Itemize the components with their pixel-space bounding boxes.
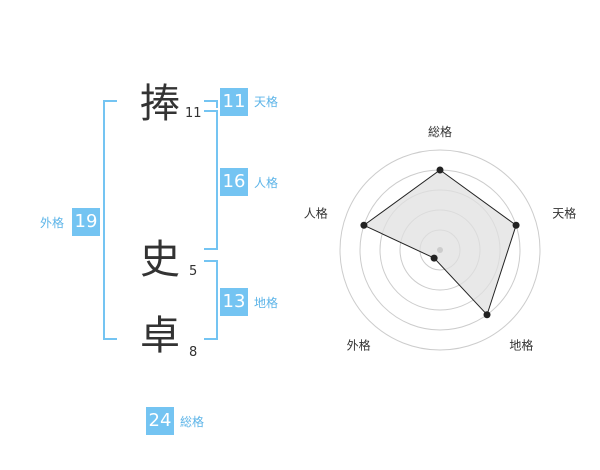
radar-area: [362, 169, 517, 316]
chikaku-label: 地格: [254, 296, 279, 310]
radar-ring: [339, 149, 541, 351]
kanji-char-3-strokes: 8: [189, 345, 198, 360]
radar-axis-label: 人格: [304, 206, 328, 221]
gaikaku-bracket: [103, 100, 117, 340]
soukaku-label: 総格: [180, 415, 205, 429]
radar-point: [430, 254, 438, 262]
chikaku-bracket: [204, 260, 218, 340]
tenkaku-bracket: [204, 100, 218, 108]
radar-axis-label: 外格: [347, 337, 371, 352]
radar-center-dot: [437, 247, 443, 253]
jinkaku-value: 16: [220, 168, 248, 196]
tenkaku-value: 11: [220, 88, 248, 116]
gaikaku-label: 外格: [40, 216, 65, 230]
tenkaku-label: 天格: [254, 95, 279, 109]
kanji-char-2-strokes: 5: [189, 264, 198, 279]
radar-axis-label: 地格: [509, 337, 533, 352]
kanji-char-2: 史: [140, 237, 180, 283]
jinkaku-bracket: [204, 110, 218, 250]
kanji-char-1-strokes: 11: [185, 106, 202, 121]
radar-point: [483, 311, 491, 319]
chikaku-value: 13: [220, 288, 248, 316]
soukaku-value: 24: [146, 407, 174, 435]
radar-point: [512, 221, 520, 229]
jinkaku-label: 人格: [254, 176, 279, 190]
radar-point: [436, 166, 444, 174]
kanji-char-3: 卓: [140, 313, 180, 359]
kanji-char-1: 捧: [140, 81, 180, 127]
radar-point: [360, 221, 368, 229]
radar-axis-label: 天格: [552, 206, 576, 221]
radar-axis-label: 総格: [428, 124, 452, 139]
gaikaku-value: 19: [72, 208, 100, 236]
